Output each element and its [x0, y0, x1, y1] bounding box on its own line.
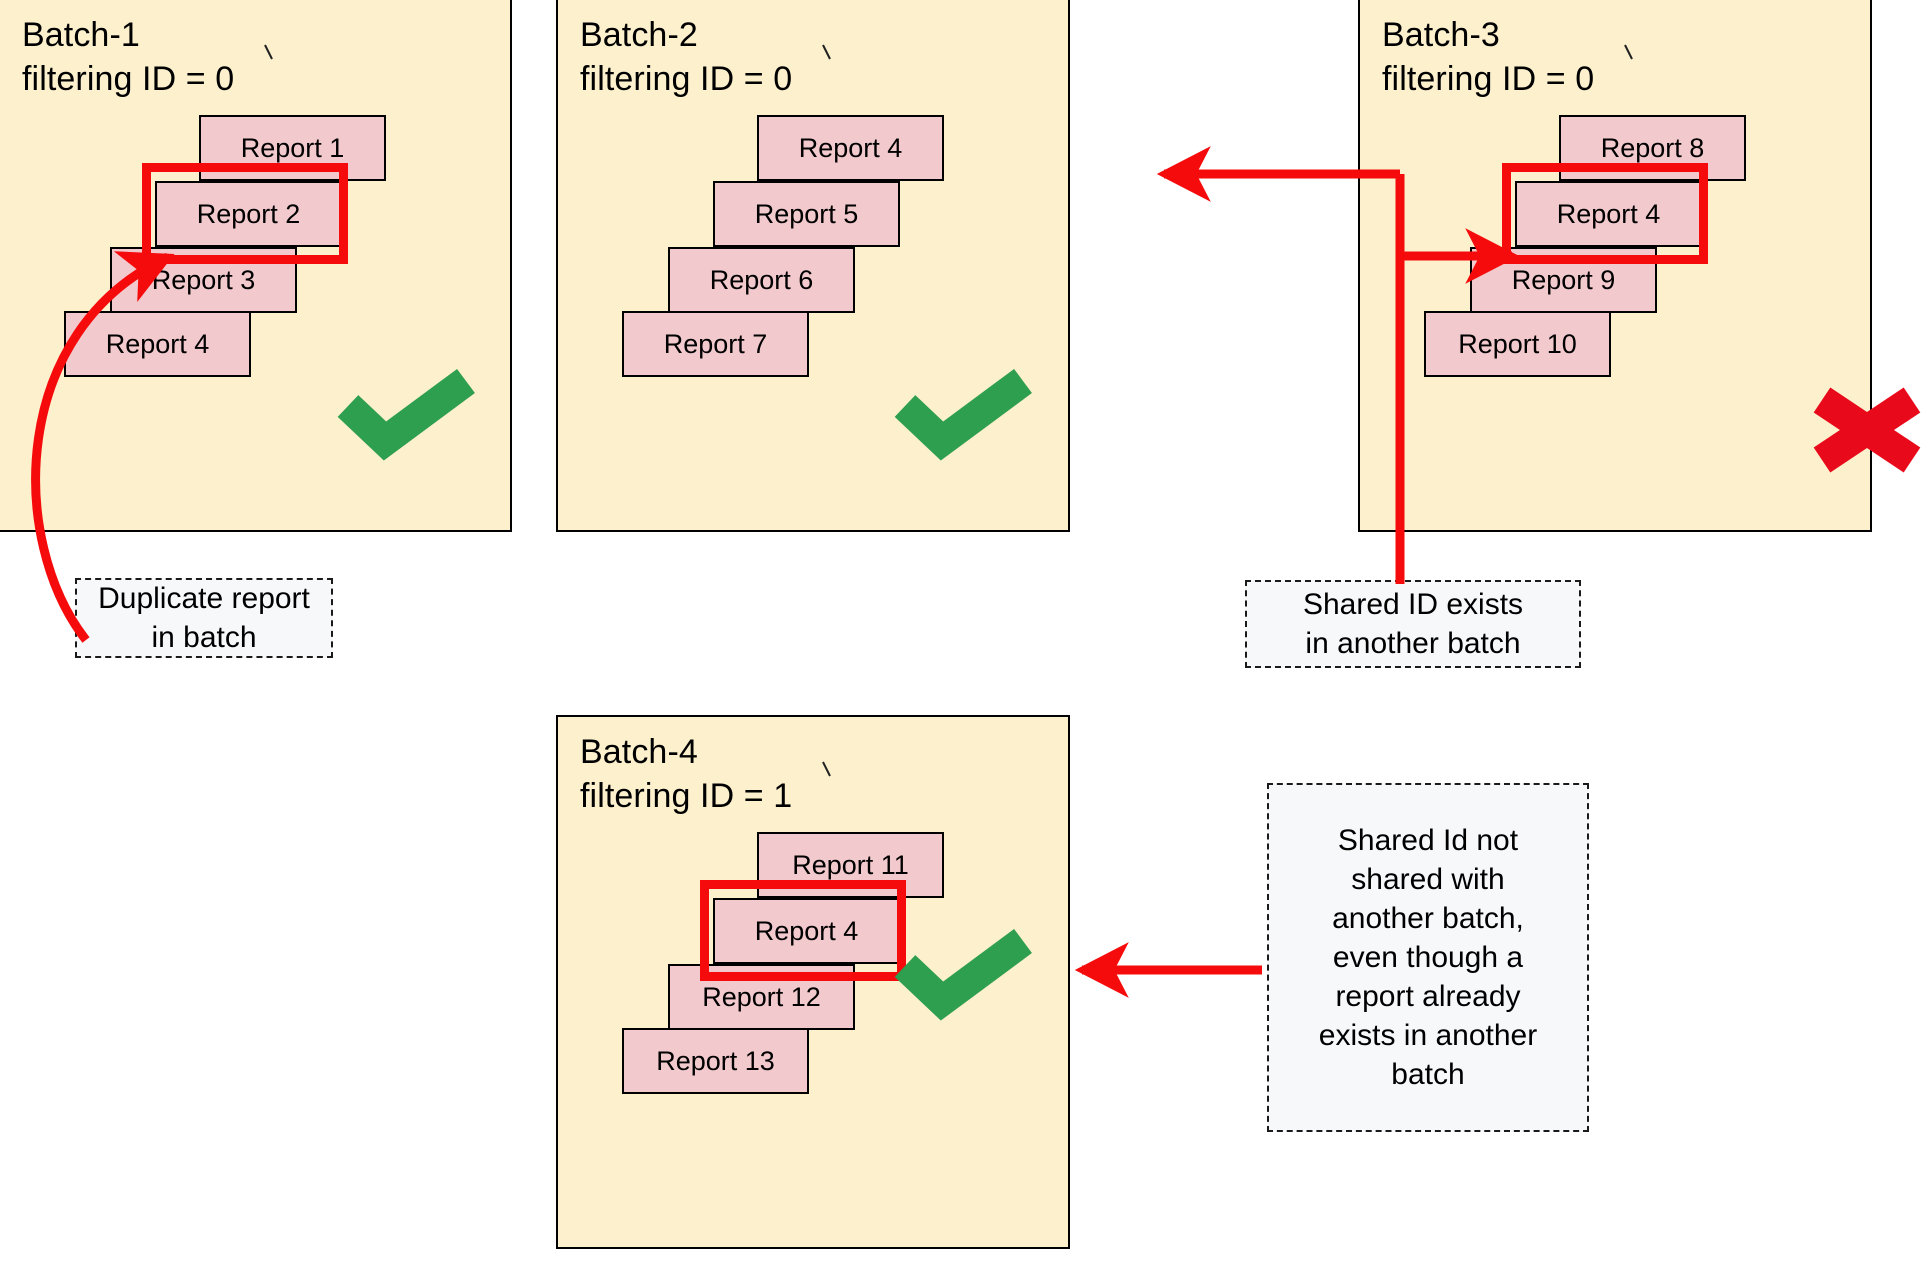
report-card[interactable]: Report 12 [668, 964, 855, 1030]
report-card[interactable]: Report 1 [199, 115, 386, 181]
report-card[interactable]: Report 10 [1424, 311, 1611, 377]
callout-shared-id-exists: Shared ID exists in another batch [1245, 580, 1581, 668]
report-card-label: Report 12 [702, 981, 821, 1012]
batch-title-tick-icon-2 [822, 44, 831, 60]
report-card-label: Report 9 [1511, 264, 1616, 295]
report-card-label: Report 11 [792, 849, 909, 880]
report-card[interactable]: Report 8 [1559, 115, 1746, 181]
batch-container-2: Batch-2 filtering ID = 0 Report 4 Report… [556, 0, 1070, 532]
report-card[interactable]: Report 13 [622, 1028, 809, 1094]
report-card-label: Report 1 [240, 132, 345, 163]
report-card-label: Report 4 [1556, 198, 1661, 229]
report-card[interactable]: Report 11 [757, 832, 944, 898]
report-card-label: Report 3 [151, 264, 256, 295]
report-card[interactable]: Report 4 [713, 898, 900, 964]
report-card-label: Report 7 [663, 328, 768, 359]
batch-title-1: Batch-1 filtering ID = 0 [22, 16, 235, 98]
report-card-label: Report 4 [798, 132, 903, 163]
report-card[interactable]: Report 3 [110, 247, 297, 313]
batch-container-4: Batch-4 filtering ID = 1 Report 11 Repor… [556, 715, 1070, 1249]
batch-title-2: Batch-2 filtering ID = 0 [580, 16, 793, 98]
report-card[interactable]: Report 4 [757, 115, 944, 181]
batch-title-tick-icon-4 [822, 761, 831, 777]
callout-duplicate-report: Duplicate report in batch [75, 578, 333, 658]
report-card-label: Report 6 [709, 264, 814, 295]
report-card-label: Report 13 [656, 1045, 775, 1076]
batch-title-tick-icon-3 [1624, 44, 1633, 60]
report-card-label: Report 8 [1600, 132, 1705, 163]
report-card[interactable]: Report 4 [64, 311, 251, 377]
batch-title-tick-icon-1 [264, 44, 273, 60]
report-card[interactable]: Report 6 [668, 247, 855, 313]
batch-container-3: Batch-3 filtering ID = 0 Report 8 Report… [1358, 0, 1872, 532]
report-card-label: Report 4 [754, 915, 859, 946]
report-card-label: Report 5 [754, 198, 859, 229]
report-card-label: Report 4 [105, 328, 210, 359]
report-card-label: Report 10 [1458, 328, 1577, 359]
batch-container-1: Batch-1 filtering ID = 0 Report 1 Report… [0, 0, 512, 532]
report-card[interactable]: Report 2 [155, 181, 342, 247]
report-card[interactable]: Report 4 [1515, 181, 1702, 247]
callout-shared-id-not-shared: Shared Id not shared with another batch,… [1267, 783, 1589, 1132]
report-card-label: Report 2 [196, 198, 301, 229]
batch-title-3: Batch-3 filtering ID = 0 [1382, 16, 1595, 98]
report-card[interactable]: Report 9 [1470, 247, 1657, 313]
batch-title-4: Batch-4 filtering ID = 1 [580, 733, 793, 815]
report-card[interactable]: Report 7 [622, 311, 809, 377]
report-card[interactable]: Report 5 [713, 181, 900, 247]
